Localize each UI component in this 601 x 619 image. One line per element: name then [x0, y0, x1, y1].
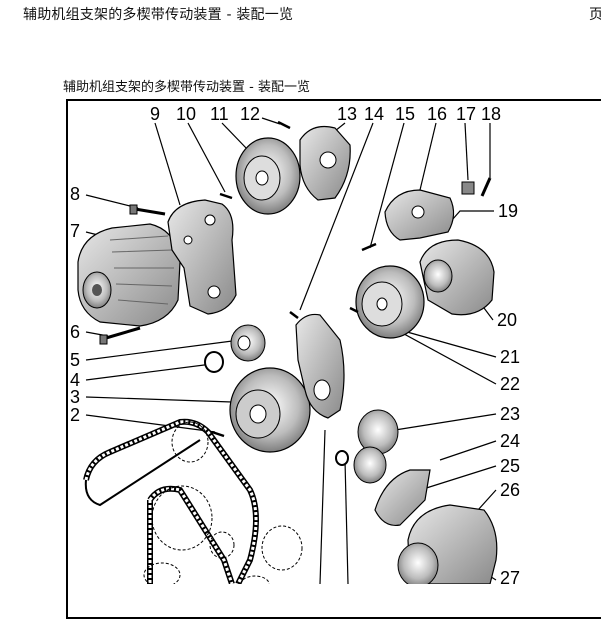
pulley: [229, 367, 311, 453]
washer: [335, 450, 349, 466]
callout-25: 25: [500, 456, 520, 476]
cover-plate: [295, 313, 345, 419]
bracket: [384, 189, 455, 241]
bolt: [129, 204, 166, 216]
callout-23: 23: [500, 404, 520, 424]
bolt: [99, 326, 141, 345]
callout-4: 4: [70, 370, 80, 390]
tensioner-pulley: [230, 324, 266, 362]
alternator: [77, 223, 181, 327]
screw: [211, 430, 225, 438]
power-steering-pump: [419, 239, 495, 316]
callout-26: 26: [500, 480, 520, 500]
screw: [219, 192, 233, 200]
screw: [277, 120, 291, 130]
screw: [361, 242, 377, 252]
callout-22: 22: [500, 374, 520, 394]
callout-14: 14: [364, 104, 384, 124]
callout-7: 7: [70, 221, 80, 241]
ac-compressor: [397, 504, 498, 584]
assembly-illustration: 9 10 11 12 13 14 15 16 17 18 19 8 7 6 5 …: [70, 104, 520, 584]
screw: [349, 306, 359, 314]
callout-21: 21: [500, 347, 520, 367]
tensioner-pulley: [353, 409, 399, 484]
bracket: [374, 469, 431, 527]
callout-11: 11: [210, 104, 229, 124]
callout-12: 12: [240, 104, 260, 124]
page-header-title: 辅助机组支架的多楔带传动装置 - 装配一览: [23, 7, 294, 23]
callout-10: 10: [176, 104, 196, 124]
callout-8: 8: [70, 184, 80, 204]
pulley: [355, 265, 425, 339]
callout-17: 17: [456, 104, 476, 124]
bolt: [480, 177, 492, 197]
bracket: [167, 199, 237, 315]
callout-16: 16: [427, 104, 447, 124]
nut: [461, 181, 475, 195]
seal-ring: [204, 351, 224, 373]
callout-20: 20: [497, 310, 517, 330]
poly-v-belt: [83, 418, 259, 584]
callout-numbers: 9 10 11 12 13 14 15 16 17 18 19 8 7 6 5 …: [70, 104, 520, 584]
callout-13: 13: [337, 104, 357, 124]
belt-path-outline: [143, 421, 303, 584]
pulley: [235, 137, 301, 215]
page-marker: 页: [589, 7, 601, 23]
screw: [289, 311, 299, 319]
callout-3: 3: [70, 387, 80, 407]
callout-27: 27: [500, 568, 520, 584]
callout-18: 18: [481, 104, 501, 124]
callout-2: 2: [70, 405, 80, 425]
figure-caption: 辅助机组支架的多楔带传动装置 - 装配一览: [63, 80, 310, 95]
callout-24: 24: [500, 431, 520, 451]
callout-6: 6: [70, 322, 80, 342]
callout-19: 19: [498, 201, 518, 221]
callout-5: 5: [70, 350, 80, 370]
callout-15: 15: [395, 104, 415, 124]
callout-9: 9: [150, 104, 160, 124]
bracket: [299, 125, 351, 201]
